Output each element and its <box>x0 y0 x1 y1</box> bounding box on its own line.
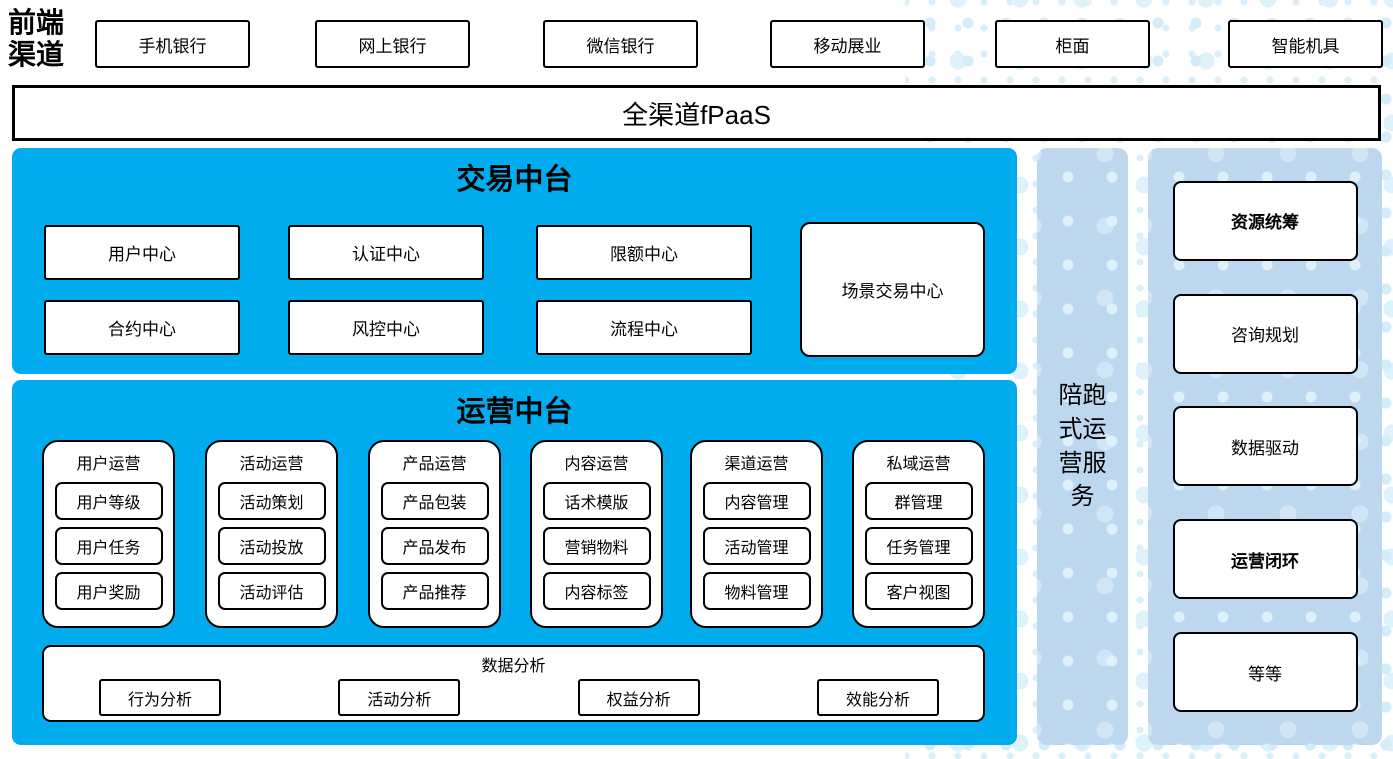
opcol-channel-operation: 渠道运营 内容管理 活动管理 物料管理 <box>690 440 823 628</box>
trade-platform-section: 交易中台 用户中心 认证中心 限额中心 合约中心 风控中心 流程中心 场景交易中… <box>12 148 1017 374</box>
channel-box-counter: 柜面 <box>995 20 1150 68</box>
trade-box-user-center: 用户中心 <box>44 225 240 280</box>
fpaas-bar: 全渠道fPaaS <box>12 85 1381 141</box>
channel-box-mobile-banking: 手机银行 <box>95 20 250 68</box>
opcol-item: 产品包装 <box>380 482 489 520</box>
operation-platform-section: 运营中台 用户运营 用户等级 用户任务 用户奖励 活动运营 活动策划 活动投放 … <box>12 380 1017 745</box>
opcol-title: 用户运营 <box>76 456 141 473</box>
right-box-consulting-planning: 咨询规划 <box>1172 293 1358 374</box>
analysis-box-activity: 活动分析 <box>338 679 461 716</box>
opcol-title: 渠道运营 <box>724 456 789 473</box>
accompanying-service-label: 陪跑式运营服务 <box>1058 382 1107 511</box>
opcol-title: 产品运营 <box>402 456 467 473</box>
channel-box-wechat-banking: 微信银行 <box>543 20 698 68</box>
opcol-item: 产品推荐 <box>380 572 489 610</box>
opcol-item: 活动评估 <box>217 572 326 610</box>
opcol-title: 活动运营 <box>239 456 304 473</box>
opcol-item: 任务管理 <box>864 527 973 565</box>
opcol-item: 话术模版 <box>542 482 651 520</box>
data-analysis-title: 数据分析 <box>481 658 546 675</box>
analysis-box-rights: 权益分析 <box>577 679 700 716</box>
trade-box-risk-center: 风控中心 <box>288 300 484 355</box>
opcol-product-operation: 产品运营 产品包装 产品发布 产品推荐 <box>368 440 501 628</box>
right-box-operation-closed-loop: 运营闭环 <box>1172 519 1358 600</box>
opcol-item: 用户等级 <box>54 482 163 520</box>
analysis-box-efficiency: 效能分析 <box>816 679 939 716</box>
trade-box-auth-center: 认证中心 <box>288 225 484 280</box>
opcol-item: 营销物料 <box>542 527 651 565</box>
opcol-item: 内容管理 <box>702 482 811 520</box>
trade-box-limit-center: 限额中心 <box>536 225 752 280</box>
opcol-item: 产品发布 <box>380 527 489 565</box>
channel-box-smart-devices: 智能机具 <box>1228 20 1383 68</box>
opcol-item: 活动管理 <box>702 527 811 565</box>
opcol-title: 内容运营 <box>564 456 629 473</box>
trade-platform-title: 交易中台 <box>456 164 573 196</box>
opcol-private-domain-operation: 私域运营 群管理 任务管理 客户视图 <box>852 440 985 628</box>
opcol-item: 内容标签 <box>542 572 651 610</box>
accompanying-service-band: 陪跑式运营服务 <box>1037 148 1128 745</box>
data-analysis-items: 行为分析 活动分析 权益分析 效能分析 <box>99 679 939 716</box>
operation-platform-title: 运营中台 <box>456 396 573 428</box>
analysis-box-behavior: 行为分析 <box>99 679 221 716</box>
trade-box-process-center: 流程中心 <box>536 300 752 355</box>
opcol-item: 群管理 <box>864 482 973 520</box>
opcol-user-operation: 用户运营 用户等级 用户任务 用户奖励 <box>42 440 175 628</box>
opcol-item: 活动策划 <box>217 482 326 520</box>
opcol-activity-operation: 活动运营 活动策划 活动投放 活动评估 <box>205 440 338 628</box>
opcol-item: 用户任务 <box>54 527 163 565</box>
opcol-title: 私域运营 <box>886 456 951 473</box>
front-channels-label: 前端渠道 <box>8 8 65 72</box>
opcol-item: 物料管理 <box>702 572 811 610</box>
opcol-item: 客户视图 <box>864 572 973 610</box>
channel-box-mobile-sales: 移动展业 <box>770 20 925 68</box>
right-service-panel: 资源统筹 咨询规划 数据驱动 运营闭环 等等 <box>1148 148 1382 745</box>
channel-box-online-banking: 网上银行 <box>315 20 470 68</box>
right-box-data-driven: 数据驱动 <box>1172 406 1358 487</box>
right-box-etc: 等等 <box>1172 632 1358 713</box>
data-analysis-strip: 数据分析 行为分析 活动分析 权益分析 效能分析 <box>42 645 985 722</box>
opcol-item: 活动投放 <box>217 527 326 565</box>
right-box-resource-coordination: 资源统筹 <box>1172 180 1358 261</box>
opcol-item: 用户奖励 <box>54 572 163 610</box>
opcol-content-operation: 内容运营 话术模版 营销物料 内容标签 <box>530 440 663 628</box>
trade-box-contract-center: 合约中心 <box>44 300 240 355</box>
trade-box-scenario-trade-center: 场景交易中心 <box>800 222 985 357</box>
